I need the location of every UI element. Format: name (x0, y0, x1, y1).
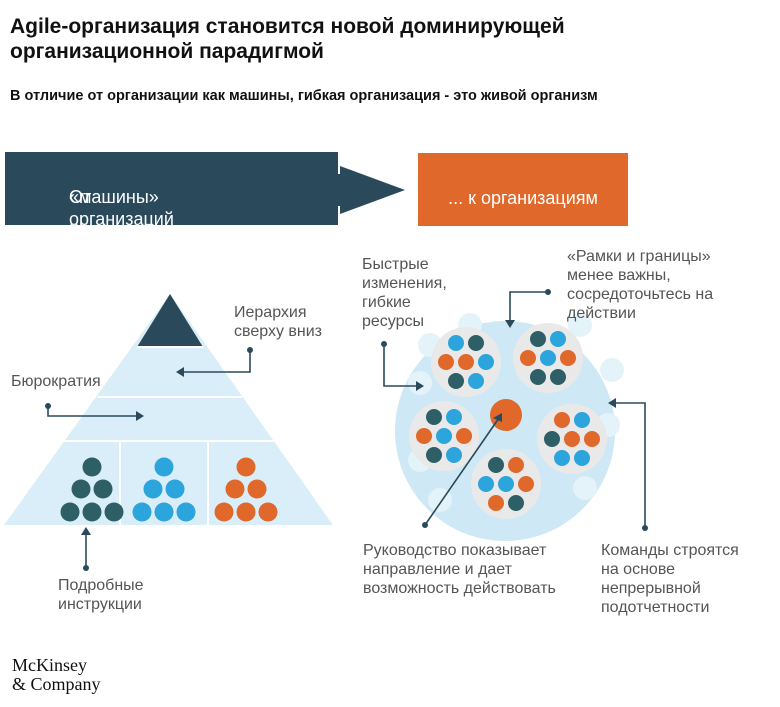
instruction-dot (225, 479, 245, 499)
instruction-dot (236, 502, 256, 522)
team-member-dot (456, 428, 472, 444)
team-member-dot (574, 412, 590, 428)
page-title: Agile-организация становится новой домин… (10, 15, 565, 63)
leadership-arrowhead-icon (493, 413, 502, 422)
page-subtitle: В отличие от организации как машины, гиб… (10, 88, 598, 104)
instruction-dot (82, 457, 102, 477)
instruction-dot (247, 479, 267, 499)
fast-changes-arrowhead-icon (416, 381, 424, 391)
to-box-line2: как «организмы» (452, 249, 594, 269)
team-member-dot (488, 457, 504, 473)
team-member-dot (448, 335, 464, 351)
instruction-dot (82, 502, 102, 522)
hierarchy-arrowhead-icon (176, 367, 184, 377)
team-member-dot (498, 476, 514, 492)
team-member-dot (426, 409, 442, 425)
team-member-dot (584, 431, 600, 447)
team-member-dot (508, 495, 524, 511)
team-member-dot (448, 373, 464, 389)
team-member-dot (416, 428, 432, 444)
organism-petal (408, 371, 432, 395)
team-member-dot (518, 476, 534, 492)
organism (395, 313, 624, 541)
team-member-dot (478, 476, 494, 492)
frames-label: «Рамки и границы»менее важны,сосредоточь… (567, 248, 714, 322)
team-member-dot (438, 354, 454, 370)
bureaucracy-label: Бюрократия (11, 373, 101, 390)
team-member-dot (550, 331, 566, 347)
team-member-dot (564, 431, 580, 447)
team-member-dot (554, 412, 570, 428)
team-member-dot (478, 354, 494, 370)
team-member-dot (468, 335, 484, 351)
instructions-arrowhead-icon (81, 527, 91, 535)
instruction-dot (104, 502, 124, 522)
teams-arrowhead-icon (608, 398, 616, 408)
instruction-dot (143, 479, 163, 499)
instruction-dot (132, 502, 152, 522)
frames-arrowhead-icon (505, 320, 515, 328)
to-organism-box: ... к организациям как «организмы» (418, 153, 628, 269)
team-member-dot (436, 428, 452, 444)
pyramid-top (137, 294, 203, 347)
team-member-dot (540, 350, 556, 366)
bureaucracy-arrowhead-icon (136, 411, 144, 421)
instruction-dot (154, 457, 174, 477)
team-member-dot (554, 450, 570, 466)
instruction-dot (71, 479, 91, 499)
instruction-dot (258, 502, 278, 522)
team-member-dot (426, 447, 442, 463)
instruction-dot (60, 502, 80, 522)
from-machine-box: От организаций как «машины» ... (5, 152, 338, 251)
instruction-dot (236, 457, 256, 477)
team-member-dot (508, 457, 524, 473)
from-box-line2: «машины» ... (69, 187, 159, 229)
team-member-dot (468, 373, 484, 389)
instruction-dot (176, 502, 196, 522)
organism-petal (568, 313, 592, 337)
team-member-dot (550, 369, 566, 385)
organism-petal (600, 358, 624, 382)
team-member-dot (458, 354, 474, 370)
team-member-dot (520, 350, 536, 366)
from-box-line1: От организаций как (69, 187, 174, 251)
instruction-dot (165, 479, 185, 499)
instruction-dot (154, 502, 174, 522)
to-box-line1: ... к организациям (448, 188, 598, 208)
team-member-dot (574, 450, 590, 466)
organism-petal (573, 476, 597, 500)
team-member-dot (446, 447, 462, 463)
pyramid (4, 294, 333, 525)
team-member-dot (544, 431, 560, 447)
team-member-dot (560, 350, 576, 366)
mckinsey-logo: McKinsey& Company (12, 655, 101, 694)
instruction-dot (214, 502, 234, 522)
transition-arrow-icon (336, 166, 405, 214)
leader-dot (490, 399, 522, 431)
team-member-dot (488, 495, 504, 511)
team-member-dot (530, 369, 546, 385)
team-member-dot (530, 331, 546, 347)
team-member-dot (446, 409, 462, 425)
instruction-dot (93, 479, 113, 499)
